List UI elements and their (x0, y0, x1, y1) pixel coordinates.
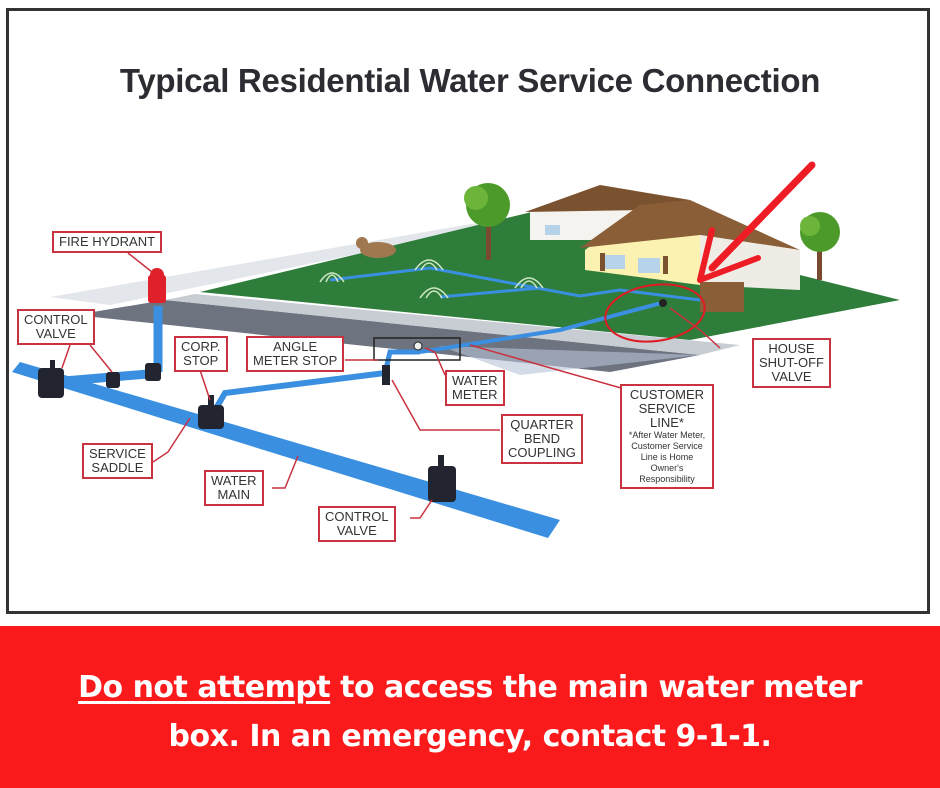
water-main-pipe (12, 362, 560, 538)
label-water-meter: WATER METER (445, 370, 505, 406)
label-control-valve-left: CONTROL VALVE (17, 309, 95, 345)
label-corp-stop: CORP. STOP (174, 336, 228, 372)
label-water-main: WATER MAIN (204, 470, 264, 506)
warning-line2: box. In an emergency, contact 9-1-1. (168, 719, 772, 754)
warning-line1: to access the main water meter (330, 670, 862, 705)
label-service-saddle: SERVICE SADDLE (82, 443, 153, 479)
leader-lines (61, 252, 721, 519)
customer-service-line (419, 300, 666, 354)
sidewalk-shape (50, 212, 560, 305)
label-customer-service-line: CUSTOMER SERVICE LINE* *After Water Mete… (620, 384, 714, 489)
dog-icon (360, 242, 396, 258)
sprinkler-icons (319, 259, 544, 299)
warning-emphasis: Do not attempt (78, 670, 331, 705)
label-house-shutoff-valve: HOUSE SHUT-OFF VALVE (752, 338, 831, 388)
tree-icon (800, 212, 840, 280)
label-quarter-bend-coupling: QUARTER BEND COUPLING (501, 414, 583, 464)
warning-banner: Do not attempt to access the main water … (0, 626, 940, 788)
label-control-valve-right: CONTROL VALVE (318, 506, 396, 542)
highlight-circle (604, 283, 706, 343)
label-fire-hydrant: FIRE HYDRANT (52, 231, 163, 253)
tree-icon (464, 183, 510, 260)
fitting-icons (38, 360, 456, 502)
water-service-illustration (12, 161, 900, 538)
label-angle-meter-stop: ANGLE METER STOP (246, 336, 345, 372)
water-meter-box-icon (373, 337, 461, 361)
house-shutoff-valve-icon (659, 299, 667, 307)
curb-shape (165, 294, 740, 355)
customer-service-line-note: *After Water Meter, Customer Service Lin… (628, 430, 706, 484)
fire-hydrant-icon (148, 268, 166, 303)
diagram-title: Typical Residential Water Service Connec… (119, 62, 821, 99)
highlight-arrow (708, 161, 816, 272)
